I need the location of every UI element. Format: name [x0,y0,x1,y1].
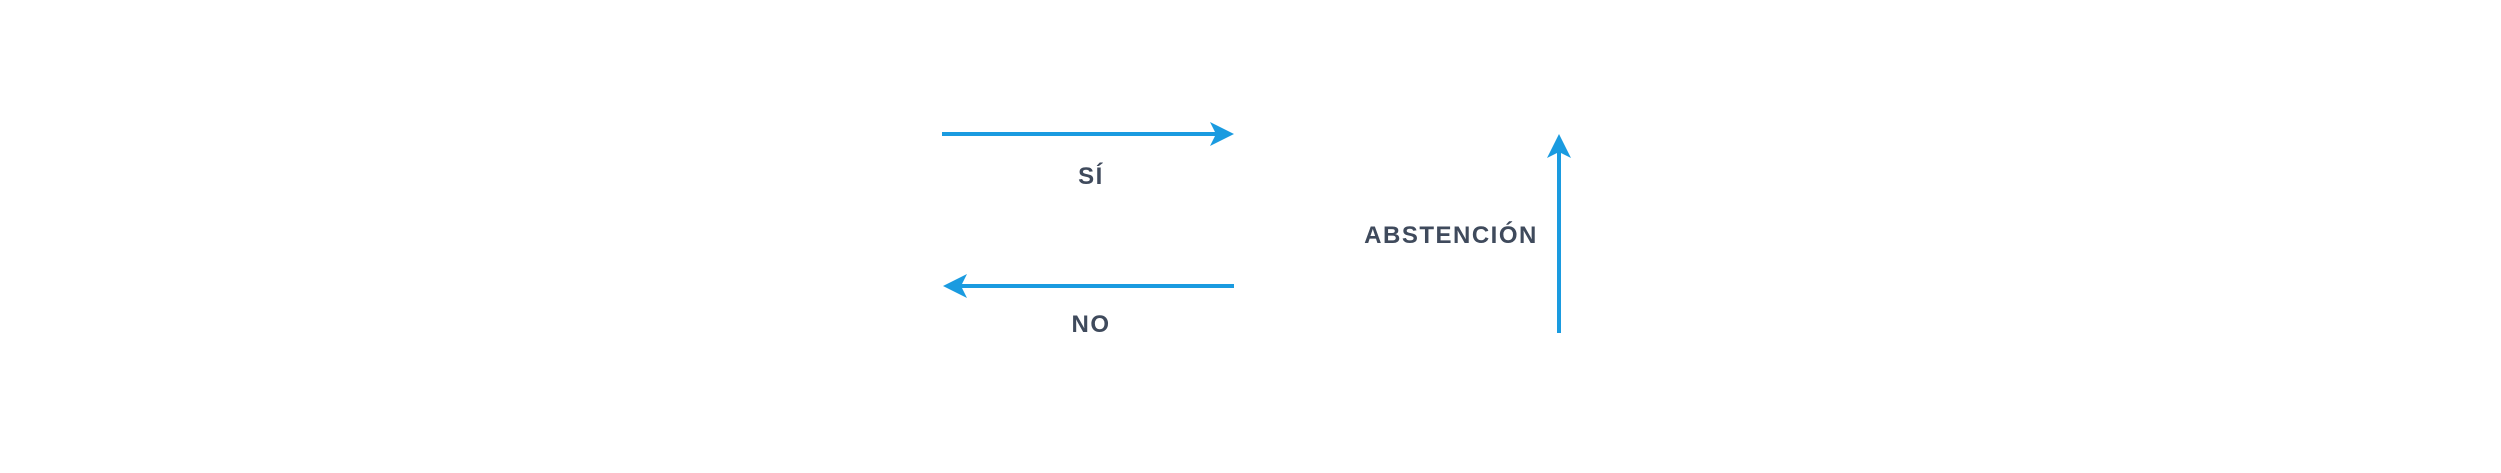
arrow-right-icon [1210,122,1234,146]
yes-arrow [942,122,1234,146]
abstention-label: ABSTENCIÓN [1364,221,1538,249]
arrow-left-icon [943,274,967,298]
no-arrow [943,274,1234,298]
arrow-up-icon [1547,134,1571,158]
no-label: NO [1072,311,1111,338]
abstention-arrow [1547,134,1571,333]
yes-label: SÍ [1078,162,1104,190]
